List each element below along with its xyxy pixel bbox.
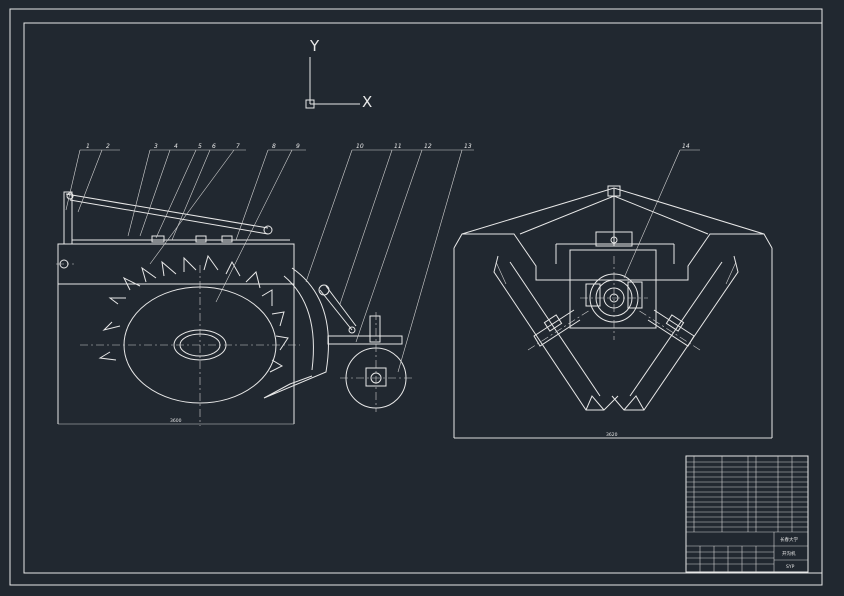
callout-11: 11 [394,143,402,150]
callout-5: 5 [198,143,202,150]
callout-3: 3 [154,143,158,150]
outer-frame [9,8,823,586]
callout-8: 8 [272,143,276,150]
callout-12: 12 [424,143,432,150]
side-view: 3600 1 2 3 4 5 6 7 [56,143,474,426]
callout-1: 1 [86,143,90,150]
callout-2: 2 [106,143,110,150]
callout-6: 6 [212,143,216,150]
callout-9: 9 [296,143,300,150]
ucs-icon: Y X [305,37,372,111]
wheel-teeth [98,254,289,373]
callout-14: 14 [682,143,690,150]
ucs-y-label: Y [309,37,320,55]
svg-text:3600: 3600 [170,418,182,424]
inner-frame [23,22,823,574]
front-view: 3620 14 [453,143,773,439]
ucs-x-label: X [362,93,372,111]
callout-13: 13 [464,143,472,150]
side-callout-numbers: 1 2 3 4 5 6 7 8 9 10 11 12 13 [86,143,472,150]
tb-drawing-no: SYP [786,564,795,570]
callout-7: 7 [236,143,240,150]
svg-text:3620: 3620 [606,432,618,438]
side-callouts [65,149,474,373]
callout-4: 4 [174,143,178,150]
tb-drawing-name: 开沟机 [782,550,796,557]
title-block: 长春大学 开沟机 SYP [685,455,809,573]
callout-10: 10 [356,143,364,150]
tb-school: 长春大学 [780,536,798,543]
